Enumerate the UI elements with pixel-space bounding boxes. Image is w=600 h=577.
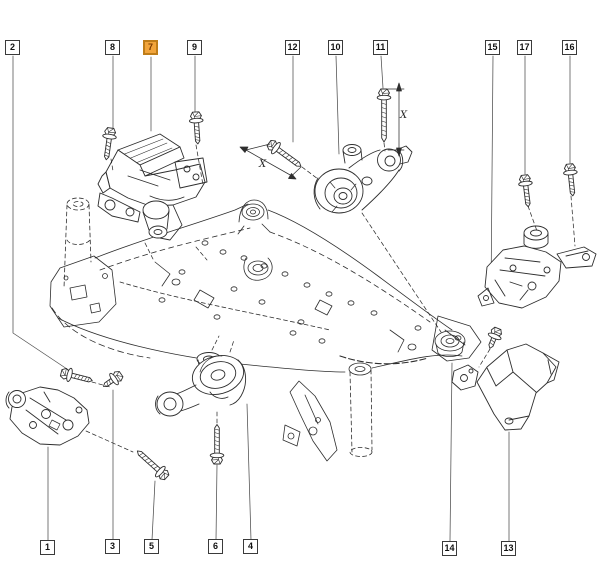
callout-6[interactable]: 6 (208, 539, 223, 554)
gearbox-mount-part (477, 225, 597, 309)
subframe-crossmember (49, 197, 482, 462)
callout-10[interactable]: 10 (328, 40, 343, 55)
callout-2[interactable]: 2 (5, 40, 20, 55)
callout-14[interactable]: 14 (442, 541, 457, 556)
callout-16[interactable]: 16 (562, 40, 577, 55)
dimension-label-x: X (259, 159, 267, 170)
upper-torque-rod-part (313, 144, 413, 214)
callout-5[interactable]: 5 (144, 539, 159, 554)
callout-11[interactable]: 11 (373, 40, 388, 55)
callout-12[interactable]: 12 (285, 40, 300, 55)
dimension-x-bolt11 (387, 82, 405, 157)
callout-7[interactable]: 7 (143, 40, 158, 55)
upper-engine-mount-part (97, 133, 208, 241)
callout-13[interactable]: 13 (501, 541, 516, 556)
dimension-label-x: X (400, 110, 408, 121)
dimension-x-bolt12 (239, 143, 302, 180)
leader-lines (12, 55, 571, 542)
callout-17[interactable]: 17 (517, 40, 532, 55)
callout-15[interactable]: 15 (485, 40, 500, 55)
callout-1[interactable]: 1 (40, 540, 55, 555)
callout-9[interactable]: 9 (187, 40, 202, 55)
callout-4[interactable]: 4 (243, 539, 258, 554)
lower-torque-rod-part (155, 352, 246, 417)
left-mount-bracket-part (5, 386, 90, 446)
callout-8[interactable]: 8 (105, 40, 120, 55)
callout-3[interactable]: 3 (105, 539, 120, 554)
rear-support-bracket-part (451, 343, 560, 431)
assembly-axes (85, 142, 576, 453)
